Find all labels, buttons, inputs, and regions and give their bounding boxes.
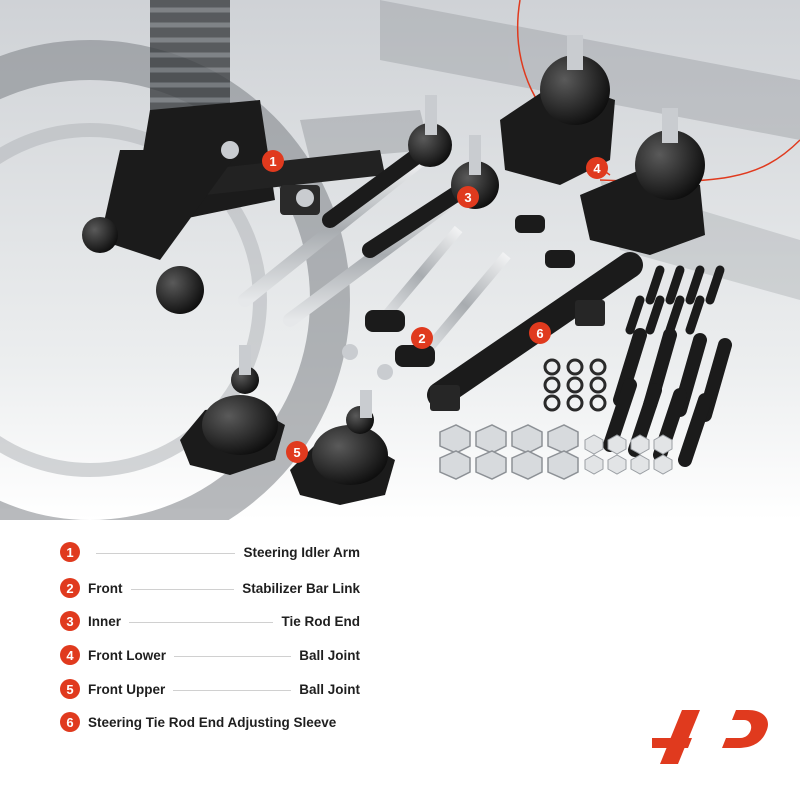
washer-set [543,358,607,412]
legend-number-badge: 1 [60,542,80,562]
legend-item-steering-idler-arm: 1 Steering Idler Arm [60,540,360,564]
svg-text:2: 2 [418,331,425,346]
legend-number-badge: 2 [60,578,80,598]
callout-5: 5 [286,441,308,463]
wheel-silhouette [0,40,350,520]
callout-3: 3 [457,186,479,208]
svg-text:1: 1 [269,154,276,169]
svg-text:3: 3 [464,190,471,205]
legend-item-tie-rod-end: 3 Inner Tie Rod End [60,609,360,633]
legend-number-badge: 4 [60,645,80,665]
legend-right-label: Ball Joint [299,681,360,697]
legend-item-upper-ball-joint: 5 Front Upper Ball Joint [60,677,360,701]
brand-logo-icon [652,710,768,764]
legend-left-label: Inner [88,613,122,629]
front-lower-ball-joint-part [500,35,705,255]
stabilizer-bar-link-part [342,215,575,380]
leader-line [174,655,292,657]
legend-right-label: Stabilizer Bar Link [242,580,360,596]
product-photo: 1 2 3 4 5 6 [0,0,800,520]
legend-right-label: Steering Idler Arm [243,544,360,560]
callout-4: 4 [586,157,608,179]
svg-text:6: 6 [536,326,543,341]
legend-left-label: Front Lower [88,647,166,663]
legend-number-badge: 5 [60,679,80,699]
legend-left-label: Steering Tie Rod End Adjusting Sleeve [88,714,337,730]
legend-item-adjusting-sleeve: 6 Steering Tie Rod End Adjusting Sleeve [60,710,360,734]
coil-spring [150,0,230,110]
callout-2: 2 [411,327,433,349]
svg-text:5: 5 [293,445,300,460]
leader-line [173,689,292,691]
callout-1: 1 [262,150,284,172]
legend-right-label: Ball Joint [299,647,360,663]
leader-line [130,588,235,590]
nut-set-large [439,424,579,480]
steering-idler-arm-part [82,100,385,314]
legend-number-badge: 3 [60,611,80,631]
inner-tie-rod-end-part [238,95,499,327]
nut-set-small [584,434,673,475]
front-upper-ball-joint-part [180,345,395,505]
svg-text:4: 4 [593,161,601,176]
bolt-set [603,265,732,467]
legend-item-lower-ball-joint: 4 Front Lower Ball Joint [60,643,360,667]
legend-left-label: Front [88,580,123,596]
legend-number-badge: 6 [60,712,80,732]
callout-6: 6 [529,322,551,344]
legend-left-label: Front Upper [88,681,166,697]
legend-right-label: Tie Rod End [281,613,360,629]
leader-line [96,552,236,554]
legend-item-stabilizer-bar-link: 2 Front Stabilizer Bar Link [60,576,360,600]
leader-line [129,621,274,623]
